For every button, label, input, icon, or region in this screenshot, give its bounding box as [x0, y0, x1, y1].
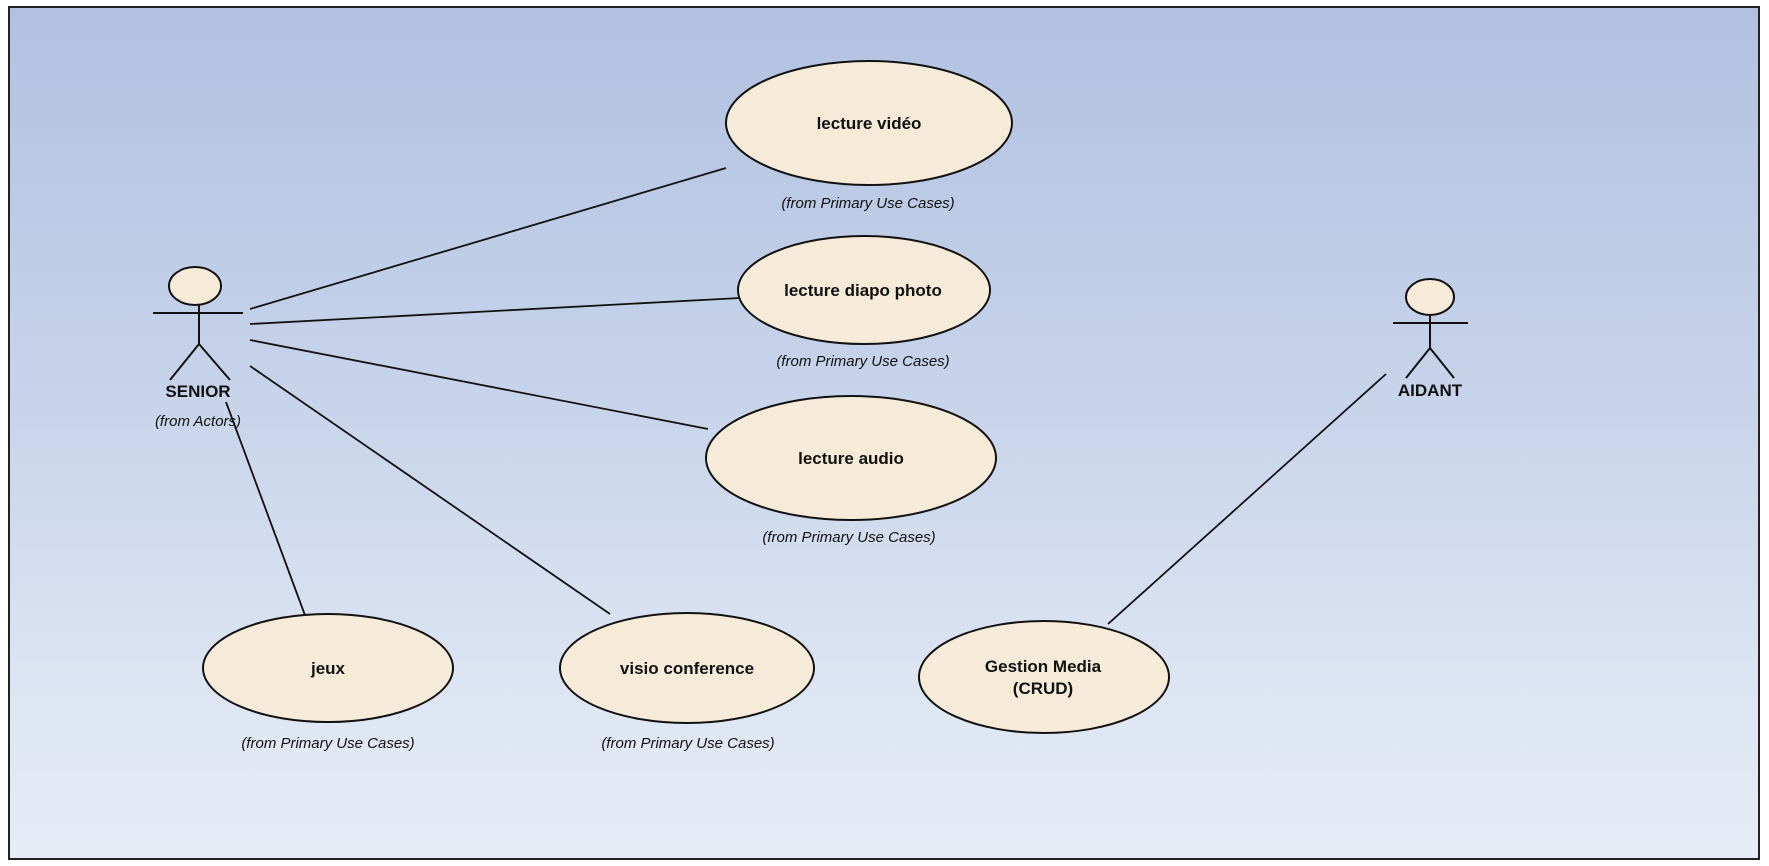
use-case-lecture-diapo-shape	[737, 235, 991, 345]
use-case-lecture-diapo-label: lecture diapo photo	[784, 281, 942, 300]
actor-senior[interactable]: SENIOR (from Actors)	[153, 266, 243, 430]
use-case-lecture-audio-shape	[705, 395, 997, 521]
actor-senior-left-leg	[169, 343, 200, 381]
diagram-canvas: SENIOR (from Actors) AIDANT lecture vidé…	[8, 6, 1760, 860]
actor-senior-right-leg	[198, 343, 231, 381]
use-case-visio-shape	[559, 612, 815, 724]
use-case-lecture-video-shape	[725, 60, 1013, 186]
use-case-visio[interactable]: visio conference (from Primary Use Cases…	[559, 612, 815, 752]
use-case-gestion-media-label-line1: Gestion Media	[985, 657, 1102, 676]
actor-aidant-right-leg	[1429, 347, 1455, 379]
use-case-lecture-audio-package: (from Primary Use Cases)	[762, 529, 935, 546]
use-case-visio-label: visio conference	[620, 659, 754, 678]
use-case-gestion-media[interactable]: Gestion Media (CRUD)	[918, 620, 1170, 734]
use-case-lecture-audio[interactable]: lecture audio (from Primary Use Cases)	[705, 395, 997, 546]
association-senior-lecture-diapo[interactable]	[249, 297, 741, 325]
use-case-lecture-video[interactable]: lecture vidéo (from Primary Use Cases)	[725, 60, 1013, 212]
actor-senior-package: (from Actors)	[155, 413, 241, 430]
association-senior-visio[interactable]	[249, 365, 611, 615]
association-aidant-gestion-media[interactable]	[1107, 373, 1387, 625]
actor-aidant-head	[1405, 278, 1455, 316]
use-case-lecture-video-label: lecture vidéo	[817, 114, 922, 133]
association-senior-lecture-audio[interactable]	[249, 339, 709, 430]
use-case-lecture-audio-label: lecture audio	[798, 449, 904, 468]
use-case-visio-package: (from Primary Use Cases)	[601, 735, 774, 752]
use-case-jeux-label: jeux	[310, 659, 346, 678]
use-case-lecture-diapo[interactable]: lecture diapo photo (from Primary Use Ca…	[737, 235, 991, 370]
association-senior-jeux[interactable]	[225, 401, 307, 619]
association-senior-lecture-video[interactable]	[249, 167, 727, 310]
actor-aidant-name: AIDANT	[1398, 381, 1463, 400]
associations	[225, 167, 1387, 625]
use-case-lecture-video-package: (from Primary Use Cases)	[781, 195, 954, 212]
actor-senior-head	[168, 266, 222, 306]
use-case-gestion-media-shape	[918, 620, 1170, 734]
use-case-jeux-shape	[202, 613, 454, 723]
actor-aidant[interactable]: AIDANT	[1393, 278, 1468, 400]
use-case-gestion-media-label-line2: (CRUD)	[1013, 679, 1073, 698]
actor-senior-name: SENIOR	[165, 382, 230, 401]
use-case-diagram: SENIOR (from Actors) AIDANT lecture vidé…	[153, 60, 1468, 752]
actor-aidant-left-leg	[1405, 347, 1431, 379]
use-case-jeux[interactable]: jeux (from Primary Use Cases)	[202, 613, 454, 752]
use-case-lecture-diapo-package: (from Primary Use Cases)	[776, 353, 949, 370]
use-case-jeux-package: (from Primary Use Cases)	[241, 735, 414, 752]
